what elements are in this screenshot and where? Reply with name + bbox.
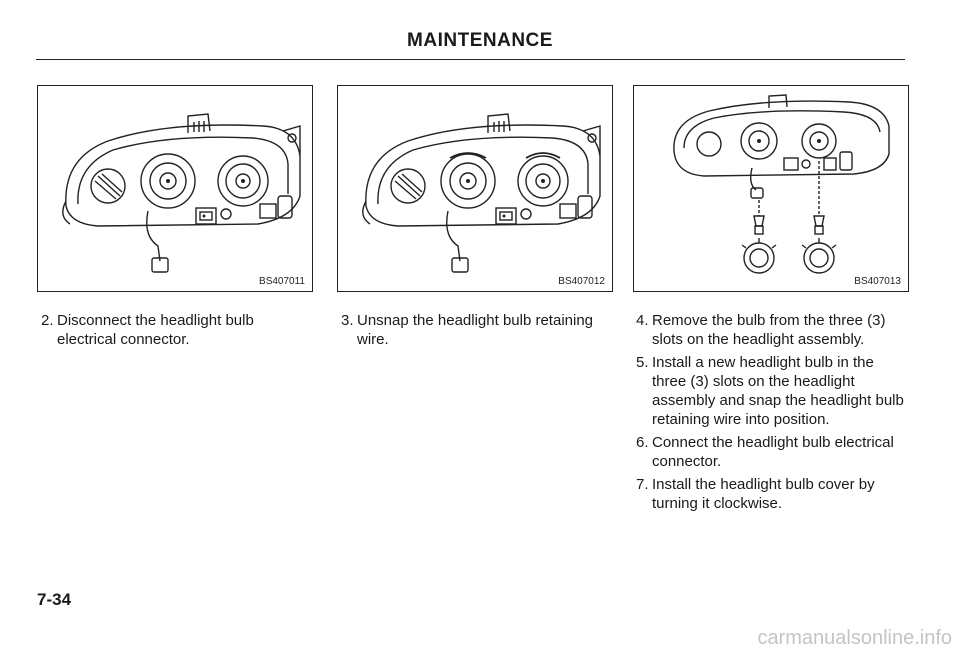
instruction-step: 3. Unsnap the headlight bulb retaining w… [341,311,616,349]
instruction-step: 6. Connect the headlight bulb electrical… [636,433,912,471]
step-text: Install the headlight bulb cover by turn… [652,476,875,512]
step-number: 2. [41,312,54,329]
step-number: 4. [636,312,649,329]
step-text: Install a new headlight bulb in the thre… [652,354,904,428]
headlight-illustration [362,113,601,273]
instruction-step: 2. Disconnect the headlight bulb electri… [41,311,291,349]
instruction-step: 4. Remove the bulb from the three (3) sl… [636,311,912,349]
figure-remove-bulb: BS407013 [633,85,909,292]
page-title: MAINTENANCE [407,30,553,51]
instruction-step: 5. Install a new headlight bulb in the t… [636,353,912,429]
watermark: carmanualsonline.info [757,627,952,649]
step-number: 6. [636,434,649,451]
page-number: 7-34 [37,590,72,609]
headlight-illustration [62,113,301,273]
step-number: 5. [636,354,649,371]
step-text: Unsnap the headlight bulb retaining wire… [357,312,594,348]
step-number: 7. [636,476,649,493]
instruction-column-1: 2. Disconnect the headlight bulb electri… [41,311,291,353]
figure-code: BS407012 [556,276,607,287]
step-text: Disconnect the headlight bulb electrical… [57,312,254,348]
figure-code: BS407013 [852,276,903,287]
figure-unsnap-wire: BS407012 [337,85,613,292]
step-text: Connect the headlight bulb electrical co… [652,434,894,470]
step-number: 3. [341,312,354,329]
figure-code: BS407011 [257,276,307,287]
header-rule [36,59,905,60]
instruction-column-2: 3. Unsnap the headlight bulb retaining w… [341,311,616,353]
figure-disconnect-connector: BS407011 [37,85,313,292]
step-text: Remove the bulb from the three (3) slots… [652,312,886,348]
instruction-step: 7. Install the headlight bulb cover by t… [636,475,912,513]
headlight-exploded-illustration [673,94,890,274]
instruction-column-3: 4. Remove the bulb from the three (3) sl… [636,311,912,517]
